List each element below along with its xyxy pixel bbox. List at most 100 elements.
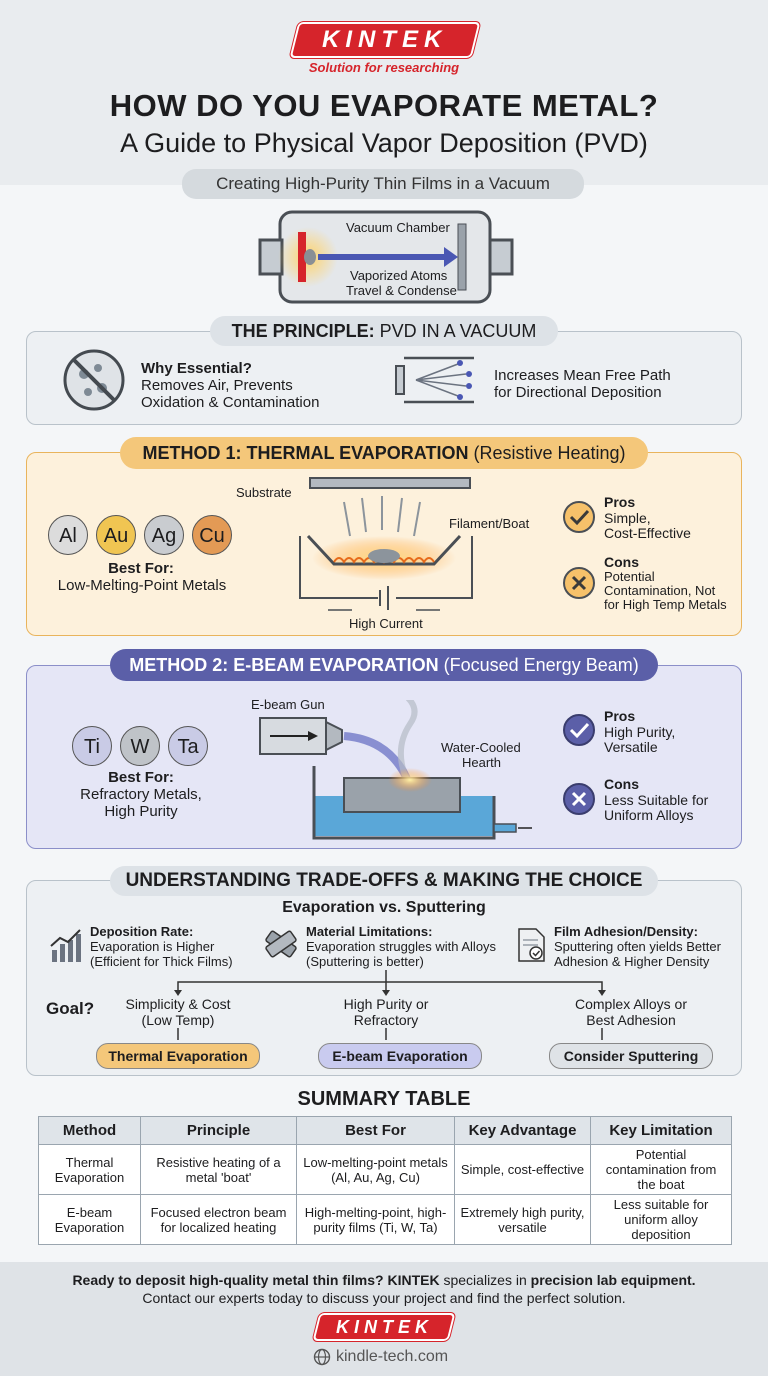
table-cell: Focused electron beam for localized heat… — [140, 1194, 297, 1245]
high-current-label: High Current — [349, 616, 423, 631]
film-adhesion-title: Film Adhesion/Density: — [554, 924, 698, 939]
thermal-cons-title: Cons — [604, 554, 639, 570]
hearth-label-1: Water-Cooled — [441, 740, 521, 755]
thermal-pros-line2: Cost-Effective — [604, 525, 691, 541]
table-row: Thermal Evaporation Resistive heating of… — [38, 1144, 732, 1195]
table-cell: High-melting-point, high-purity films (T… — [296, 1194, 455, 1245]
mean-free-path-icon — [395, 356, 474, 404]
ebeam-title: METHOD 2: E-BEAM EVAPORATION (Focused En… — [110, 649, 658, 681]
substrate-label: Substrate — [236, 485, 292, 500]
ebeam-pros-line1: High Purity, — [604, 724, 676, 740]
film-adhesion-line1: Sputtering often yields Better — [554, 939, 721, 954]
ebeam-pros-title: Pros — [604, 708, 636, 724]
principle-title: THE PRINCIPLE: PVD IN A VACUUM — [210, 316, 558, 346]
table-row: E-beam Evaporation Focused electron beam… — [38, 1194, 732, 1245]
table-cell: Simple, cost-effective — [454, 1144, 591, 1195]
summary-header-row: Method Principle Best For Key Advantage … — [38, 1116, 732, 1145]
no-contamination-icon — [63, 349, 125, 411]
material-limitations-line2: (Sputtering is better) — [306, 954, 424, 969]
intro-pill: Creating High-Purity Thin Films in a Vac… — [182, 169, 584, 199]
thermal-pros-title: Pros — [604, 494, 636, 510]
metal-ta: Ta — [168, 726, 208, 766]
ebeam-best-for-line1: Refractory Metals, — [80, 786, 202, 803]
ebeam-best-for-label: Best For: — [108, 769, 174, 786]
table-cell: E-beam Evaporation — [38, 1194, 141, 1245]
summary-table: Method Principle Best For Key Advantage … — [38, 1116, 732, 1245]
table-cell: Less suitable for uniform alloy depositi… — [590, 1194, 732, 1245]
vacuum-chamber-diagram — [258, 210, 514, 304]
ebeam-evaporation-diagram — [259, 700, 532, 840]
table-cell: Low-melting-point metals (Al, Au, Ag, Cu… — [296, 1144, 455, 1195]
goal-2-line1: High Purity or — [343, 996, 429, 1012]
film-adhesion-document-icon — [518, 928, 545, 962]
ebeam-cons-x-icon — [563, 783, 595, 815]
thermal-cons-line2: Contamination, Not — [604, 583, 716, 598]
film-adhesion-line2: Adhesion & Higher Density — [554, 954, 710, 969]
header-best-for: Best For — [296, 1116, 455, 1145]
kintek-logo[interactable]: KINTEK — [292, 24, 478, 56]
ebeam-best-for-line2: High Purity — [104, 803, 178, 820]
ebeam-cons-line2: Uniform Alloys — [604, 807, 694, 823]
thermal-cons-line3: for High Temp Metals — [604, 597, 727, 612]
metal-w: W — [120, 726, 160, 766]
thermal-best-for-value: Low-Melting-Point Metals — [57, 577, 227, 594]
summary-title: SUMMARY TABLE — [297, 1088, 471, 1110]
footer-kintek-logo[interactable]: KINTEK — [315, 1315, 453, 1339]
mean-free-path-line1: Increases Mean Free Path — [494, 367, 671, 384]
ebeam-cons-title: Cons — [604, 776, 639, 792]
why-essential-line2: Oxidation & Contamination — [141, 394, 320, 411]
chamber-caption-2: Travel & Condense — [346, 283, 457, 298]
goal-2-line2: Refractory — [353, 1012, 419, 1028]
website-link[interactable]: kindle-tech.com — [336, 1348, 449, 1365]
metal-ag: Ag — [144, 515, 184, 555]
table-cell: Potential contamination from the boat — [590, 1144, 732, 1195]
thermal-best-for-label: Best For: — [108, 560, 174, 577]
why-essential-line1: Removes Air, Prevents — [141, 377, 293, 394]
goal-label: Goal? — [46, 999, 95, 1018]
decision-tree-lines — [174, 970, 606, 1040]
ebeam-gun-label: E-beam Gun — [251, 697, 325, 712]
header-method: Method — [38, 1116, 141, 1145]
material-limitations-line1: Evaporation struggles with Alloys — [306, 939, 497, 954]
metal-ti: Ti — [72, 726, 112, 766]
thermal-cons-x-icon — [563, 567, 595, 599]
footer-cta-line2: Contact our experts today to discuss you… — [142, 1290, 626, 1306]
choice-consider-sputtering[interactable]: Consider Sputtering — [549, 1043, 713, 1069]
goal-1-line1: Simplicity & Cost — [125, 996, 231, 1012]
goal-3-line2: Best Adhesion — [586, 1012, 676, 1028]
metal-cu: Cu — [192, 515, 232, 555]
deposition-rate-line2: (Efficient for Thick Films) — [90, 954, 233, 969]
tradeoffs-title: UNDERSTANDING TRADE-OFFS & MAKING THE CH… — [110, 866, 658, 896]
thermal-evaporation-diagram — [299, 477, 473, 611]
thermal-cons-line1: Potential — [604, 569, 655, 584]
goal-3-line1: Complex Alloys or — [574, 996, 688, 1012]
filament-label: Filament/Boat — [449, 516, 530, 531]
chamber-label: Vacuum Chamber — [346, 220, 450, 235]
header-key-limitation: Key Limitation — [590, 1116, 732, 1145]
principle-panel — [26, 331, 742, 425]
choice-ebeam-evaporation[interactable]: E-beam Evaporation — [318, 1043, 482, 1069]
choice-thermal-evaporation[interactable]: Thermal Evaporation — [96, 1043, 260, 1069]
brand-tagline: Solution for researching — [308, 60, 460, 75]
table-cell: Resistive heating of a metal 'boat' — [140, 1144, 297, 1195]
why-essential-title: Why Essential? — [141, 360, 252, 377]
metal-al: Al — [48, 515, 88, 555]
header-key-advantage: Key Advantage — [454, 1116, 591, 1145]
material-limitations-icon — [265, 930, 297, 958]
thermal-pros-check-icon — [563, 501, 595, 533]
thermal-pros-line1: Simple, — [604, 510, 651, 526]
deposition-rate-line1: Evaporation is Higher — [90, 939, 215, 954]
page-title: HOW DO YOU EVAPORATE METAL? — [109, 88, 659, 123]
header-principle: Principle — [140, 1116, 297, 1145]
ebeam-pros-check-icon — [563, 714, 595, 746]
goal-1-line2: (Low Temp) — [141, 1012, 215, 1028]
table-cell: Thermal Evaporation — [38, 1144, 141, 1195]
tradeoffs-subtitle: Evaporation vs. Sputtering — [282, 899, 486, 916]
chamber-caption-1: Vaporized Atoms — [350, 268, 448, 283]
globe-icon — [313, 1348, 331, 1366]
deposition-rate-chart-icon — [50, 929, 81, 962]
ebeam-pros-line2: Versatile — [604, 739, 658, 755]
mean-free-path-line2: for Directional Deposition — [494, 384, 662, 401]
hearth-label-2: Hearth — [462, 755, 502, 770]
page-subtitle: A Guide to Physical Vapor Deposition (PV… — [120, 128, 648, 158]
